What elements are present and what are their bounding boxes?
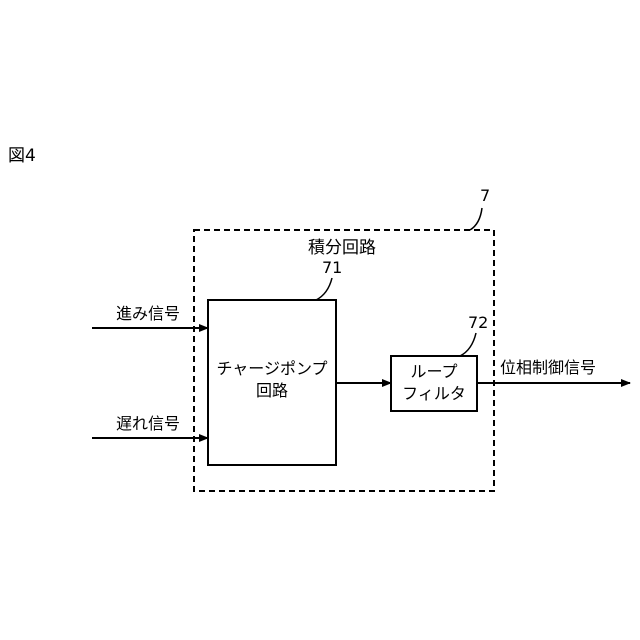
lag-signal-label: 遅れ信号 (116, 414, 180, 434)
loop-filter-ref-leader (460, 333, 476, 356)
charge-pump-label-line2: 回路 (208, 380, 336, 402)
lead-signal-label: 進み信号 (116, 304, 180, 324)
figure-label: 図4 (8, 146, 36, 166)
charge-pump-label: チャージポンプ 回路 (208, 358, 336, 402)
charge-pump-label-line1: チャージポンプ (208, 358, 336, 380)
loop-filter-ref: 72 (468, 313, 488, 333)
integrator-title: 積分回路 (308, 238, 376, 258)
integrator-ref-leader (470, 208, 482, 230)
integrator-ref: 7 (480, 186, 490, 206)
output-signal-label: 位相制御信号 (500, 358, 596, 378)
charge-pump-ref: 71 (322, 258, 342, 278)
loop-filter-label-line1: ループ (391, 361, 477, 383)
loop-filter-label-line2: フィルタ (391, 383, 477, 405)
loop-filter-label: ループ フィルタ (391, 361, 477, 405)
charge-pump-ref-leader (316, 278, 332, 300)
